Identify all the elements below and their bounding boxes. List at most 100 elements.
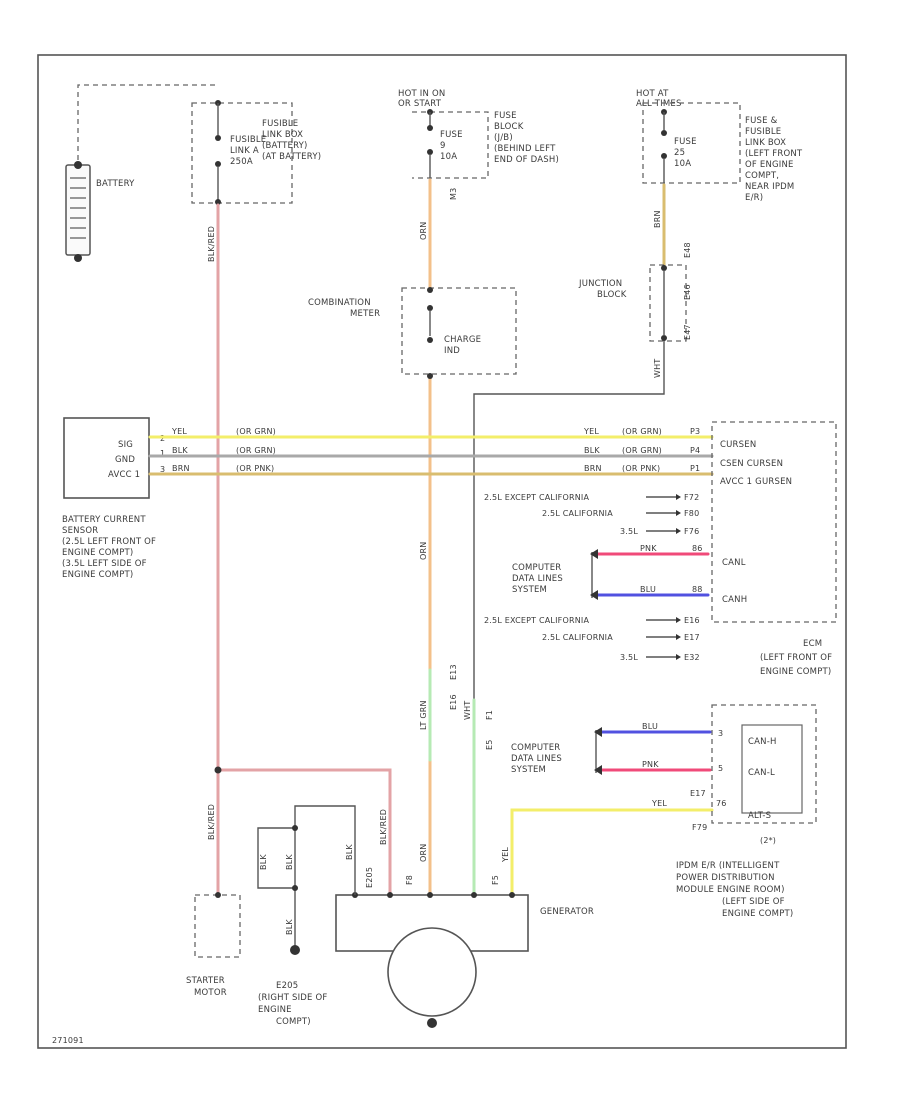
combination-meter: COMBINATION METER CHARGE IND <box>308 287 517 379</box>
ground-wire-label-1: BLK <box>259 854 268 870</box>
ecm-variant2-1-pin: E16 <box>684 616 700 625</box>
ecm-label-2: (LEFT FRONT OF <box>760 653 832 663</box>
conn-code-e16: E16 <box>449 694 458 710</box>
fuse-relay-box: HOT AT ALL TIMES FUSE 25 10A FUSE & FUSI… <box>636 89 803 203</box>
fuse-9-line-1: FUSE <box>440 130 463 140</box>
fusible-link-box-label-3: (BATTERY) <box>262 141 308 151</box>
fuse-9-line-2: 9 <box>440 141 446 151</box>
bcs-pin-gnd: GND <box>115 455 135 465</box>
ground-wire-label-3: BLK <box>285 919 294 935</box>
ipdm-pin-num-1: 3 <box>718 729 723 738</box>
ipdm-pin-num-2: 5 <box>718 764 723 773</box>
ground-wire-label-4: BLK <box>345 844 354 860</box>
fuse-25-line-3: 10A <box>674 159 691 169</box>
fuse-block-conn-code: M3 <box>449 188 458 200</box>
starter-label-1: STARTER <box>186 976 225 986</box>
ipdm-pin-alts: ALT-S <box>748 811 771 821</box>
ecm-pin-canh: CANH <box>722 595 747 605</box>
sensor-wire-1-left: YEL <box>171 427 187 436</box>
conn-code-f1: F1 <box>485 710 494 720</box>
bcs-pin-avcc: AVCC 1 <box>108 470 140 480</box>
wire-blk-red-generator <box>216 768 392 897</box>
ipdm-comp-label-2: DATA LINES <box>511 754 562 764</box>
charge-ind-line-1: CHARGE <box>444 335 481 345</box>
fuse-block-hot-line-1: HOT IN ON <box>398 89 445 99</box>
ground-wire-label-2: BLK <box>285 854 294 870</box>
fuse-relay-label-7: NEAR IPDM <box>745 182 794 192</box>
generator-conn-f8: F8 <box>405 875 414 885</box>
wire-label-wht: WHT <box>653 359 662 378</box>
wire-label-orn-mid: ORN <box>419 542 428 560</box>
ecm-variant2-3-label: 3.5L <box>620 653 638 662</box>
starter-motor: STARTER MOTOR <box>186 766 241 998</box>
sensor-wire-3-mid: (OR PNK) <box>236 464 274 473</box>
ipdm-pin-num-3: 76 <box>716 799 727 808</box>
ground-label-3: ENGINE <box>258 1005 292 1015</box>
ecm-variant-3-pin: F76 <box>684 527 699 536</box>
ecm-variant2-2-label: 2.5L CALIFORNIA <box>542 633 613 642</box>
fusible-link-line-3: 250A <box>230 157 253 167</box>
fuse-block-label-5: END OF DASH) <box>494 155 559 165</box>
ecm-canl-wire-label: PNK <box>640 544 657 553</box>
bcs-label-2: SENSOR <box>62 526 98 536</box>
wire-label-blk-red-top: BLK/RED <box>207 226 216 262</box>
bcs-label-4: ENGINE COMPT) <box>62 548 133 558</box>
wire-yel-ipdm-generator <box>510 808 714 897</box>
bcs-pin-num-3: 3 <box>160 465 165 474</box>
ipdm-label-3: MODULE ENGINE ROOM) <box>676 885 785 895</box>
ecm-variant-1-pin: F72 <box>684 493 699 502</box>
conn-code-e13: E13 <box>449 664 458 680</box>
sensor-wire-3-right: BRN <box>584 464 602 473</box>
fusible-link-box: FUSIBLE LINK A 250A FUSIBLE LINK BOX (BA… <box>191 100 321 205</box>
fusible-link-box-label-1: FUSIBLE <box>262 119 298 129</box>
junction-conn-e47: E47 <box>683 324 692 340</box>
bcs-label-3: (2.5L LEFT FRONT OF <box>62 537 156 547</box>
ground-harness: BLK BLK BLK BLK E205 (RIGHT SIDE OF ENGI… <box>257 805 356 1027</box>
wire-label-yel-gen: YEL <box>501 847 510 863</box>
sensor-wire-2-pin: P4 <box>690 446 700 455</box>
sensor-wire-1-right: YEL <box>583 427 599 436</box>
ecm-canh-wire-label: BLU <box>640 585 656 594</box>
wire-wht-junction-generator <box>473 340 665 895</box>
generator: GENERATOR E205 F8 F5 <box>335 867 594 1028</box>
wire-label-brn: BRN <box>653 210 662 228</box>
fuse-block-label-1: FUSE <box>494 111 517 121</box>
ecm-comp-label-1: COMPUTER <box>512 563 561 573</box>
generator-conn-f5: F5 <box>491 875 500 885</box>
sensor-wire-2-right: BLK <box>584 446 600 455</box>
fuse-relay-conn-code: E48 <box>683 242 692 258</box>
ipdm-label-1: IPDM E/R (INTELLIGENT <box>676 861 780 871</box>
ecm-pin-avcc-gursen: AVCC 1 GURSEN <box>720 477 792 487</box>
sensor-wire-3-rmid: (OR PNK) <box>622 464 660 473</box>
fuse-relay-label-5: OF ENGINE <box>745 160 794 170</box>
ecm-variant-3-label: 3.5L <box>620 527 638 536</box>
battery: BATTERY <box>65 84 218 262</box>
ipdm: CAN-H CAN-L ALT-S (2*) 3 5 76 E17 F79 BL… <box>511 704 817 919</box>
sensor-wire-2-rmid: (OR GRN) <box>622 446 662 455</box>
ipdm-label-4: (LEFT SIDE OF <box>722 897 785 907</box>
bcs-label-6: ENGINE COMPT) <box>62 570 133 580</box>
fuse-block-label-4: (BEHIND LEFT <box>494 144 556 154</box>
sensor-wire-3-pin: P1 <box>690 464 700 473</box>
ipdm-comp-label-3: SYSTEM <box>511 765 546 775</box>
diagram-id: 271091 <box>52 1036 84 1045</box>
battery-current-sensor: SIG GND AVCC 1 2 1 3 BATTERY CURRENT SEN… <box>62 417 165 580</box>
fuse-relay-hot-line-1: HOT AT <box>636 89 669 99</box>
fuse-relay-label-1: FUSE & <box>745 116 778 126</box>
fuse-relay-label-2: FUSIBLE <box>745 127 781 137</box>
ecm-canl-pin: 86 <box>692 544 703 553</box>
wire-label-yel-ipdm: YEL <box>651 799 667 808</box>
sensor-wire-1-mid: (OR GRN) <box>236 427 276 436</box>
fuse-relay-label-4: (LEFT FRONT <box>745 149 803 159</box>
sensor-wire-3-left: BRN <box>172 464 190 473</box>
combination-meter-label-1: COMBINATION <box>308 298 371 308</box>
fuse-9-line-3: 10A <box>440 152 457 162</box>
ipdm-label-2: POWER DISTRIBUTION <box>676 873 775 883</box>
ecm-pin-csen-cursen: CSEN CURSEN <box>720 459 783 469</box>
ecm: CURSEN CSEN CURSEN AVCC 1 GURSEN CANL CA… <box>484 421 837 677</box>
ground-label-4: COMPT) <box>276 1017 311 1027</box>
ecm-pin-cursen: CURSEN <box>720 440 756 450</box>
bcs-label-1: BATTERY CURRENT <box>62 515 146 525</box>
fuse-block-label-3: (J/B) <box>494 133 513 143</box>
